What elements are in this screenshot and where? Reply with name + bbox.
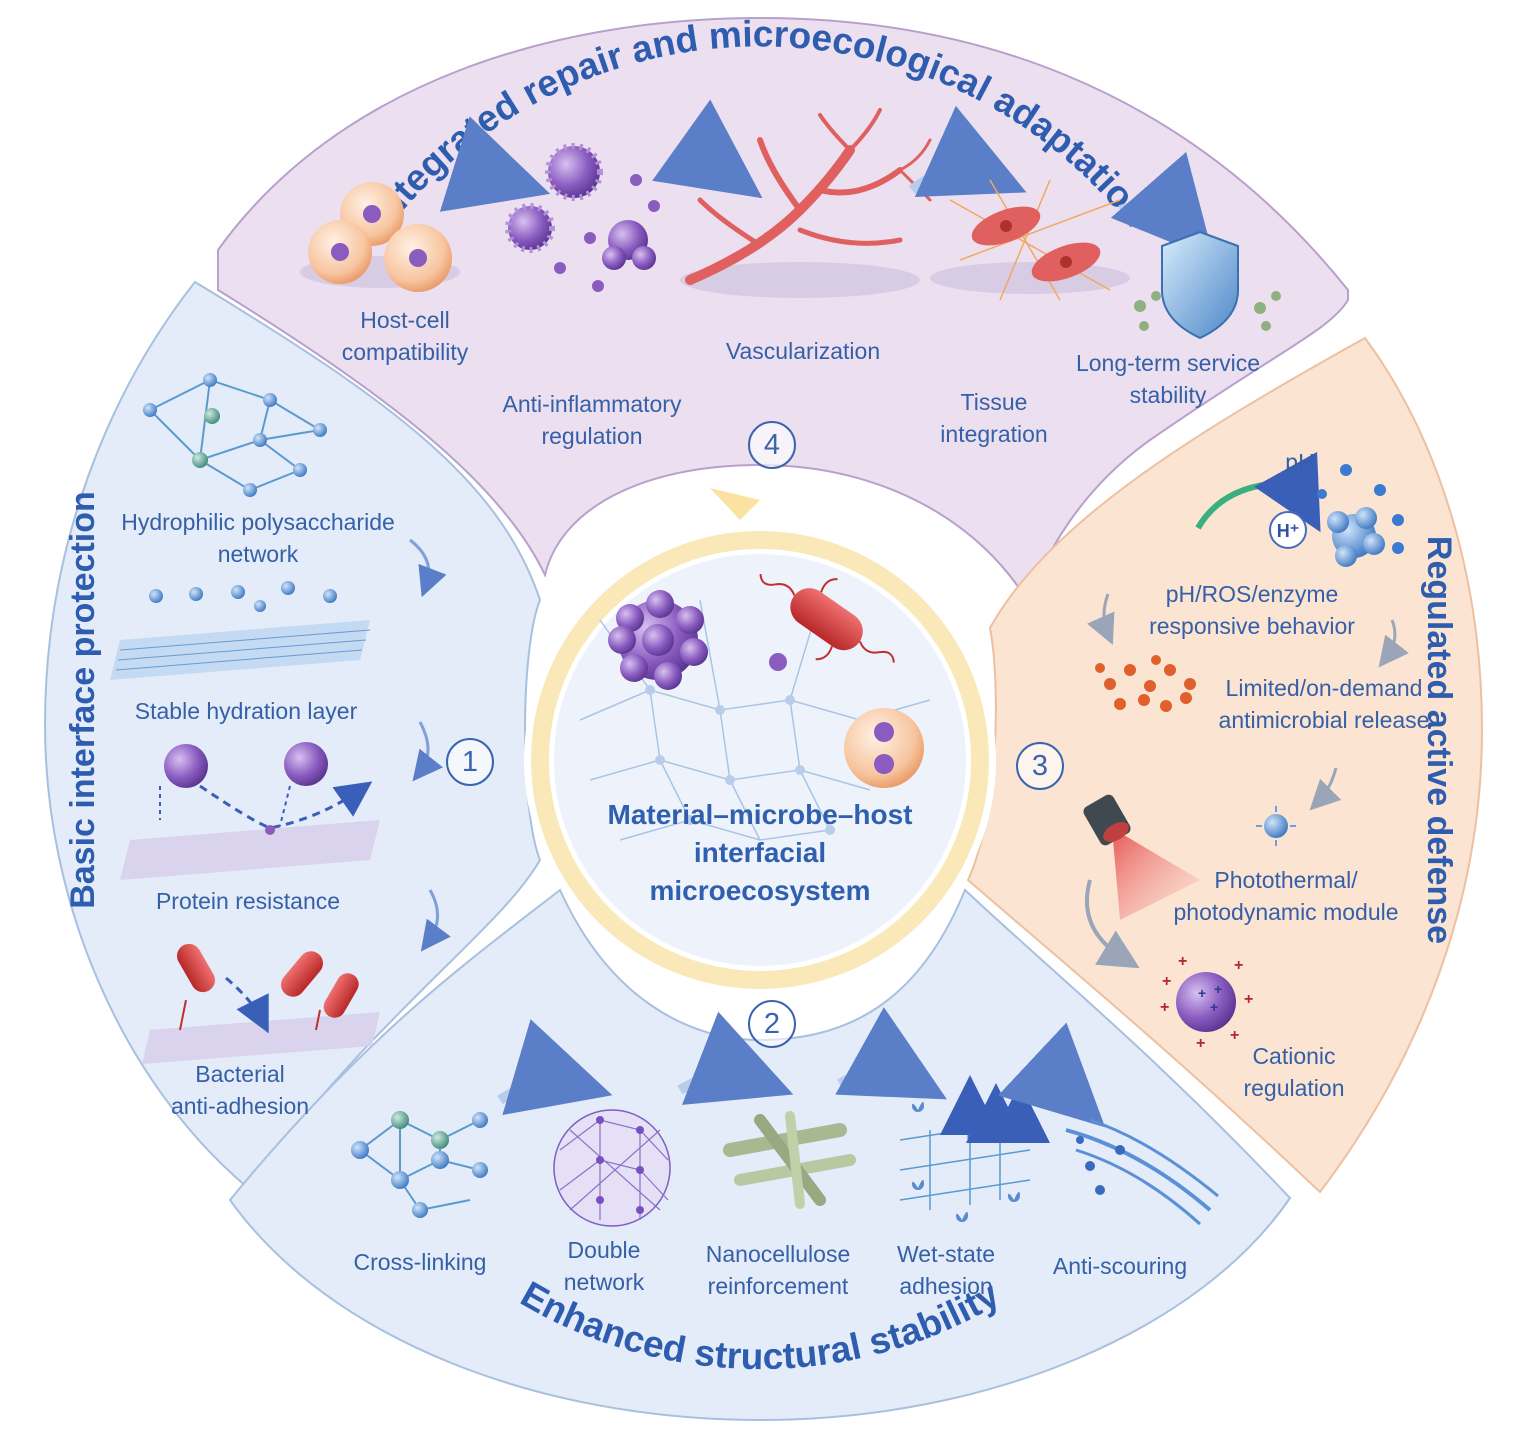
protein-resistance-icon <box>120 742 380 880</box>
host-cell-cluster-icon <box>300 182 460 292</box>
antimicrobial-cluster-icon <box>1317 464 1404 567</box>
center-title-line: interfacial <box>693 837 827 868</box>
cationic-particle-icon: +++ +++ ++++ <box>1160 953 1253 1052</box>
sector-right-title: Regulated active defense <box>1420 536 1458 944</box>
hydration-layer-icon <box>110 581 371 680</box>
inflammatory-cells-icon <box>505 143 660 292</box>
cross-linking-icon <box>359 1118 481 1212</box>
svg-text:+: + <box>1244 991 1253 1008</box>
flow-arrow-icon <box>998 1022 1106 1128</box>
center-title-line: microecosystem <box>649 875 871 906</box>
flow-arrow-icon <box>497 1019 613 1116</box>
flow-arrow-icon <box>1309 767 1342 811</box>
flow-arrow-icon <box>420 889 451 952</box>
flow-arrow-icon <box>1110 151 1215 261</box>
polysaccharide-network-icon <box>149 378 321 492</box>
small-protein-icon <box>769 653 787 671</box>
left-item-label: Stable hydration layer <box>134 698 358 724</box>
svg-text:+: + <box>1198 985 1206 1001</box>
flow-arrow-icon <box>1086 593 1115 645</box>
flow-arrow-icon <box>439 116 551 212</box>
nanocellulose-icon <box>723 1111 856 1209</box>
ph-response-icon: H⁺ pH <box>1195 449 1321 549</box>
sector-left-title: Basic interface protection <box>64 491 102 909</box>
light-source-icon <box>1083 794 1200 920</box>
bacterium-icon <box>759 574 895 663</box>
flow-arrow-icon <box>835 1007 947 1100</box>
svg-text:+: + <box>1230 1027 1239 1044</box>
center-title: Material–microbe–host interfacial microe… <box>608 796 913 910</box>
sector-left-background <box>43 280 542 1190</box>
flow-arrow-icon <box>908 105 1027 198</box>
center-title-line: Material–microbe–host <box>607 799 913 830</box>
svg-text:+: + <box>1214 981 1222 997</box>
ph-label: pH <box>1285 449 1314 475</box>
sector-number-1: 1 <box>446 738 494 786</box>
sector-number-3: 3 <box>1016 742 1064 790</box>
flow-arrow-icon <box>677 1011 794 1105</box>
flow-arrow-icon <box>1085 879 1140 969</box>
svg-text:+: + <box>1162 973 1171 990</box>
tissue-cells-icon <box>930 179 1130 301</box>
svg-text:+: + <box>1210 999 1218 1015</box>
svg-text:+: + <box>1196 1035 1205 1052</box>
blood-vessel-icon <box>680 108 932 298</box>
flow-arrow-icon <box>652 99 763 199</box>
right-item-label: Photothermal/photodynamic module <box>1173 867 1399 925</box>
top-item-label: Vascularization <box>725 338 881 364</box>
sector-number-2: 2 <box>748 1000 796 1048</box>
center-ecosystem <box>524 488 996 996</box>
photothermal-particle-icon <box>1256 806 1296 846</box>
sector-number-4: 4 <box>748 421 796 469</box>
cycle-arrow-icon <box>710 488 760 520</box>
network-node-icon <box>143 373 327 497</box>
wet-adhesion-icon <box>899 1075 1050 1222</box>
protein-cluster-icon <box>608 590 708 690</box>
shield-icon <box>1134 230 1281 340</box>
svg-text:+: + <box>1160 999 1169 1016</box>
anti-scouring-icon <box>1065 1118 1219 1226</box>
svg-text:+: + <box>1234 957 1243 974</box>
flow-arrow-icon <box>1378 619 1409 668</box>
bacterial-anti-adhesion-icon <box>142 943 380 1064</box>
bottom-item-label: Cross-linking <box>353 1249 487 1275</box>
double-network-icon <box>553 1109 671 1227</box>
flow-arrow-icon <box>412 721 443 782</box>
svg-text:+: + <box>1178 953 1187 970</box>
left-item-label: Protein resistance <box>155 888 341 914</box>
antimicrobial-release-icon <box>1095 655 1196 712</box>
flow-arrow-icon <box>409 538 447 598</box>
host-cell-icon <box>844 708 924 788</box>
h-ion-label: H⁺ <box>1277 521 1300 541</box>
bottom-item-label: Anti-scouring <box>1052 1253 1188 1279</box>
